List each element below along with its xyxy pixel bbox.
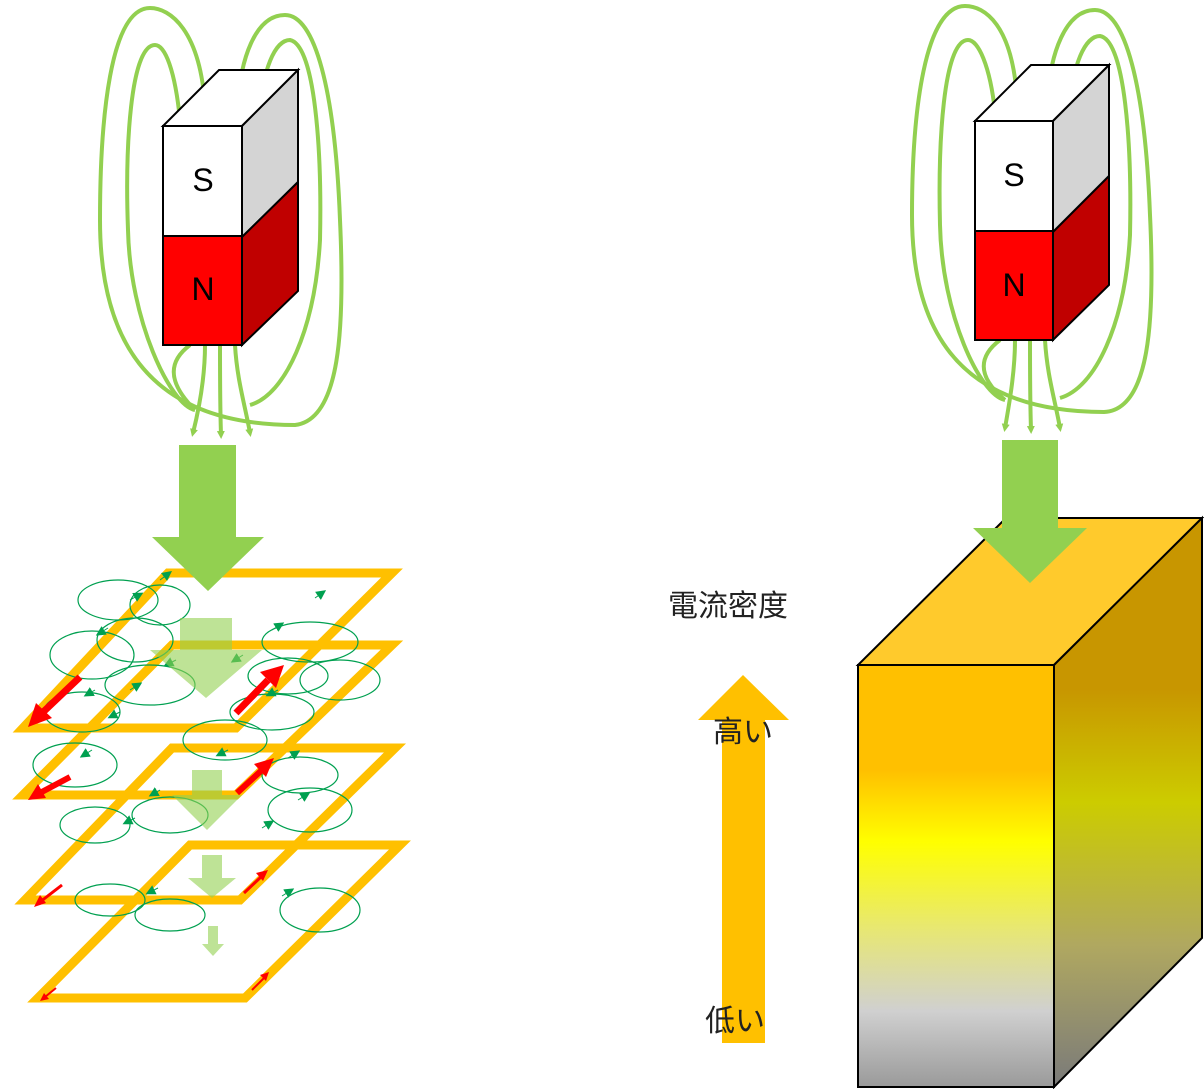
left-big-field-arrow [152,445,264,591]
legend-high-label: 高い [713,715,773,750]
right-field-lines [909,3,1154,434]
left-magnet-south-face [162,125,243,237]
left-magnet: S N [97,5,344,439]
current-loop-4 [27,840,411,1003]
current-density-legend: 電流密度 高い 低い [668,589,789,1043]
left-magnet-north-face [162,235,243,346]
eddy-direction-arrows [79,571,327,898]
right-magnet-s-label: S [1003,157,1024,193]
fading-field-arrows [150,618,262,956]
right-magnet: S N [909,3,1154,434]
eddy-field-circles [32,579,381,933]
conductor-block [855,515,1204,1089]
legend-low-label: 低い [705,1004,765,1039]
left-magnet-s-label: S [192,162,213,198]
right-big-field-arrow [973,440,1087,583]
left-field-lines [97,5,344,439]
legend-arrow-shaft [722,718,765,1043]
legend-arrow-head [698,675,789,720]
legend-title: 電流密度 [668,589,788,624]
current-loop-3 [14,743,407,905]
right-magnet-south-face [974,120,1054,232]
right-magnet-n-label: N [1002,267,1025,303]
left-magnet-n-label: N [191,271,214,307]
block-front-face [857,664,1055,1088]
right-magnet-north-face [974,230,1054,341]
induced-current-arrows [28,665,284,1001]
